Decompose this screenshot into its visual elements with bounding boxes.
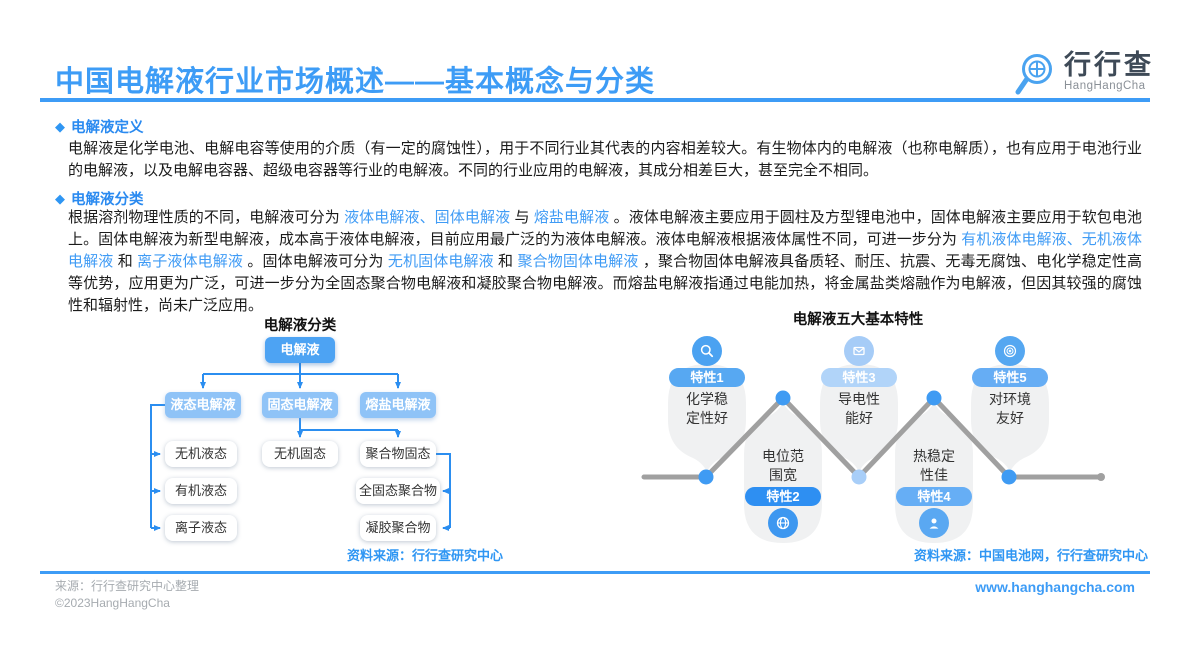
highlight-text: 离子液体电解液	[137, 253, 244, 270]
flowchart-node-gel-polymer: 凝胶聚合物	[360, 515, 436, 541]
diamond-bullet-icon: ◆	[55, 190, 65, 206]
brand-name-latin: HangHangCha	[1064, 80, 1146, 92]
highlight-text: 无机固体电解液	[387, 253, 494, 270]
feature-4: 热稳定 性佳 特性4	[894, 447, 974, 538]
section-heading-text: 电解液分类	[71, 192, 144, 208]
feature-badge: 特性1	[669, 368, 745, 387]
feature-text: 热稳定 性佳	[913, 448, 955, 483]
feature-text: 对环境 友好	[989, 391, 1031, 426]
brand-logo: 行行查 HangHangCha	[1010, 50, 1154, 107]
feature-3: 特性3 导电性 能好	[819, 336, 899, 428]
page-title: 中国电解液行业市场概述——基本概念与分类	[55, 66, 656, 98]
paragraph-text: 。液体电解液主要应用于圆柱及方型锂电池中，固体电解液主要应用于软包电池上。固体电…	[68, 209, 1142, 248]
diagram-title: 电解液五大基本特性	[792, 312, 924, 328]
flowchart-node-all-solid-polymer: 全固态聚合物	[356, 478, 440, 504]
flowchart-node-liquid: 液态电解液	[165, 392, 241, 418]
footer-divider	[40, 571, 1150, 574]
feature-badge: 特性5	[972, 368, 1048, 387]
five-characteristics-diagram: 电解液五大基本特性 特性1 化学稳 定性好 电位范 围宽 特性2	[640, 308, 1160, 568]
highlight-text: 液体电解液、固体电解液	[344, 209, 511, 226]
flowchart-source-note: 资料来源：行行查研究中心	[346, 548, 503, 563]
paragraph-text: 和	[493, 253, 518, 270]
feature-5: 特性5 对环境 友好	[970, 336, 1050, 428]
magnifier-icon	[692, 336, 722, 366]
mail-icon	[844, 336, 874, 366]
section-heading-definition: ◆ 电解液定义	[55, 116, 144, 137]
paragraph-text: 。固体电解液可分为	[243, 253, 388, 270]
feature-badge: 特性2	[745, 487, 821, 506]
electrolyte-classification-flowchart: 电解液分类 电解液 液态电解液 固态电解液 熔盐电解液 无机液态 有机液态 离子…	[145, 312, 515, 564]
highlight-text: 有机液体电解液、无机液体电解液	[68, 231, 1142, 270]
paragraph-text: 根据溶剂物理性质的不同，电解液可分为	[68, 209, 345, 226]
feature-2: 电位范 围宽 特性2	[743, 447, 823, 538]
feature-text: 导电性 能好	[838, 391, 880, 426]
feature-1: 特性1 化学稳 定性好	[667, 336, 747, 428]
definition-paragraph: 电解液是化学电池、电解电容等使用的介质（有一定的腐蚀性），用于不同行业其代表的内…	[68, 138, 1142, 182]
flowchart-node-root: 电解液	[265, 337, 335, 363]
flowchart-node-inorganic-solid: 无机固态	[262, 441, 338, 467]
diagram-source-note: 资料来源：中国电池网，行行查研究中心	[913, 548, 1148, 563]
highlight-text: 熔盐电解液	[533, 209, 610, 226]
feature-text: 电位范 围宽	[762, 448, 804, 483]
flowchart-node-molten-salt: 熔盐电解液	[360, 392, 436, 418]
flowchart-node-inorganic-liquid: 无机液态	[165, 441, 237, 467]
person-icon	[919, 508, 949, 538]
paragraph-text: 电解液是化学电池、电解电容等使用的介质（有一定的腐蚀性），用于不同行业其代表的内…	[68, 140, 1142, 179]
flowchart-connectors	[150, 363, 451, 531]
flowchart-node-solid: 固态电解液	[262, 392, 338, 418]
target-icon	[995, 336, 1025, 366]
paragraph-text: 和	[113, 253, 138, 270]
flowchart-node-polymer-solid: 聚合物固态	[360, 441, 436, 467]
feature-badge: 特性3	[821, 368, 897, 387]
feature-text: 化学稳 定性好	[686, 391, 728, 426]
section-heading-classification: ◆ 电解液分类	[55, 188, 144, 209]
classification-paragraph: 根据溶剂物理性质的不同，电解液可分为 液体电解液、固体电解液 与 熔盐电解液 。…	[68, 207, 1142, 317]
flowchart-title: 电解液分类	[263, 318, 337, 334]
zigzag-diagram-graphic	[641, 364, 1105, 543]
highlight-text: 聚合物固体电解液	[517, 253, 639, 270]
website-link[interactable]: www.hanghangcha.com	[975, 579, 1135, 595]
paragraph-text: 与	[510, 209, 534, 226]
flowchart-node-ionic-liquid: 离子液态	[165, 515, 237, 541]
magnifier-logo-icon	[1010, 50, 1058, 107]
diamond-bullet-icon: ◆	[55, 118, 65, 134]
globe-icon	[768, 508, 798, 538]
brand-name: 行行查	[1064, 50, 1154, 80]
footer-source: 来源：行行查研究中心整理 ©2023HangHangCha	[55, 579, 200, 610]
title-underline	[40, 98, 1150, 102]
section-heading-text: 电解液定义	[71, 120, 144, 136]
paragraph-text: ，聚合物固体电解液具备质轻、耐压、抗震、无毒无腐蚀、电化学稳定性高等优势，应用更…	[68, 253, 1142, 314]
flowchart-node-organic-liquid: 有机液态	[165, 478, 237, 504]
feature-badge: 特性4	[896, 487, 972, 506]
